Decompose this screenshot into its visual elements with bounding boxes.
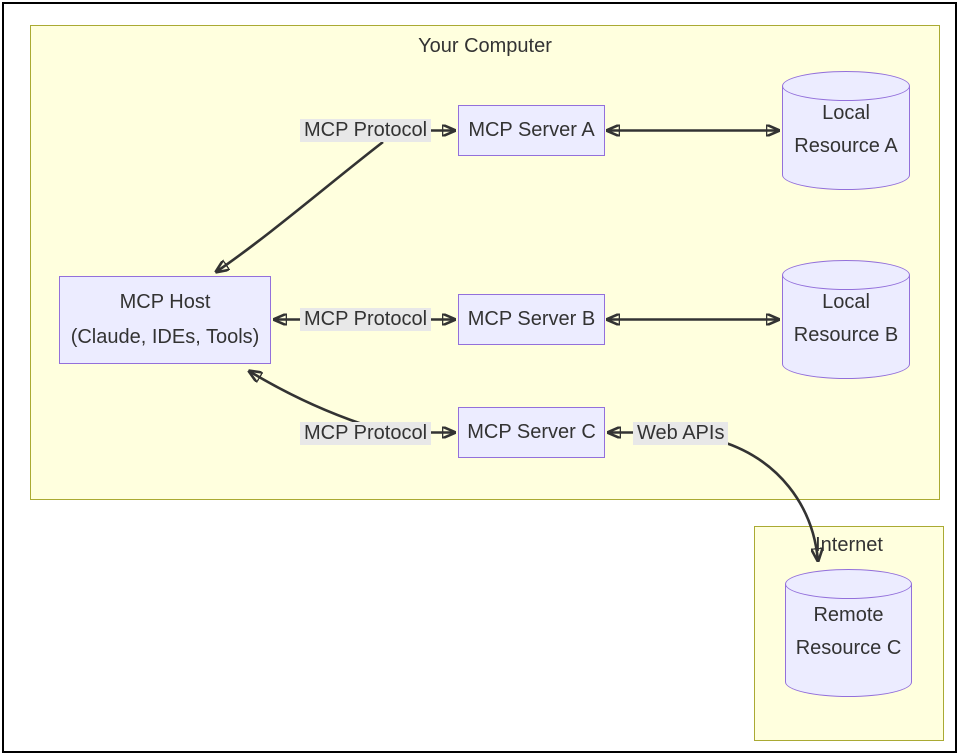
edge-label-mcp-protocol-c: MCP Protocol: [300, 422, 432, 445]
node-mcp-server-a: MCP Server A: [458, 105, 605, 156]
remote-resource-c-line2: Resource C: [795, 637, 902, 659]
edge-label-mcp-protocol-b: MCP Protocol: [300, 308, 432, 331]
local-resource-a-line2: Resource A: [794, 135, 898, 157]
mcp-server-b-label: MCP Server B: [467, 308, 596, 330]
edge-label-mcp-protocol-a: MCP Protocol: [300, 119, 432, 142]
mcp-server-a-label: MCP Server A: [468, 119, 595, 141]
cylinder-top-ellipse: [785, 569, 912, 599]
local-resource-a-label: Local Resource A: [782, 97, 910, 163]
remote-resource-c-line1: Remote: [813, 604, 884, 626]
local-resource-a-line1: Local: [822, 102, 870, 124]
local-resource-b-line2: Resource B: [793, 324, 899, 346]
cylinder-top-ellipse: [782, 71, 910, 101]
edge-label-web-apis: Web APIs: [633, 422, 729, 445]
node-mcp-host: MCP Host (Claude, IDEs, Tools): [59, 276, 271, 364]
cylinder-top-ellipse: [782, 260, 910, 290]
cylinder-body: [785, 584, 912, 697]
cluster-internet-title: Internet: [815, 534, 883, 556]
cylinder-local-resource-b: Local Resource B: [782, 260, 910, 379]
cylinder-local-resource-a: Local Resource A: [782, 71, 910, 190]
remote-resource-c-label: Remote Resource C: [785, 599, 912, 665]
mcp-server-c-label: MCP Server C: [467, 421, 596, 443]
cylinder-body: [782, 86, 910, 190]
cylinder-remote-resource-c: Remote Resource C: [785, 569, 912, 697]
local-resource-b-line1: Local: [822, 291, 870, 313]
node-mcp-server-c: MCP Server C: [458, 407, 605, 458]
cylinder-body: [782, 275, 910, 379]
local-resource-b-label: Local Resource B: [782, 286, 910, 352]
mcp-host-subtitle: (Claude, IDEs, Tools): [70, 326, 260, 348]
mcp-host-title: MCP Host: [119, 291, 211, 313]
node-mcp-server-b: MCP Server B: [458, 294, 605, 345]
cluster-your-computer-title: Your Computer: [418, 35, 552, 57]
